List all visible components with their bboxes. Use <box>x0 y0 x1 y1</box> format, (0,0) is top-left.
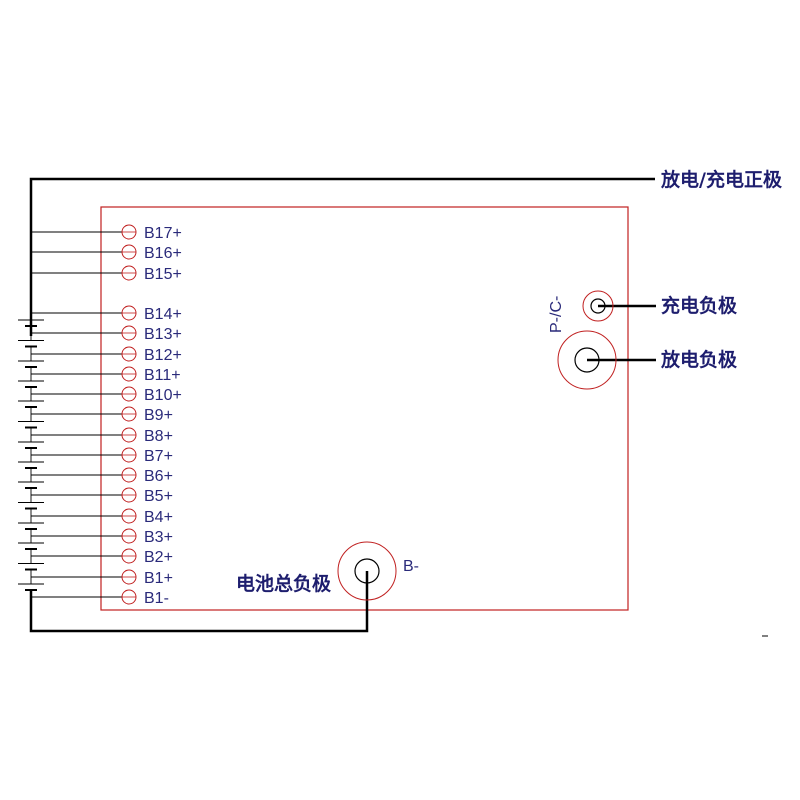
pin-label-13: B4+ <box>144 509 173 526</box>
pin-label-14: B3+ <box>144 529 173 546</box>
pin-label-7: B10+ <box>144 387 182 404</box>
battery-negative-terminal-ring <box>337 541 397 601</box>
pin-label-2: B15+ <box>144 266 182 283</box>
discharge-negative-terminal-hole <box>574 347 600 373</box>
charge-negative-terminal-hole <box>590 298 606 314</box>
pin-label-4: B13+ <box>144 326 182 343</box>
pin-label-15: B2+ <box>144 549 173 566</box>
pin-label-17: B1- <box>144 590 169 607</box>
pin-labels: B17+ B16+ B15+ B14+ B13+ B12+ B11+ B10+ B9+ B8+ B7… <box>144 225 182 607</box>
positive-main-wire <box>29 177 655 336</box>
battery-negative-terminal-hole <box>354 558 380 584</box>
pin-label-6: B11+ <box>144 367 181 384</box>
pcb-board-outline <box>100 206 629 611</box>
pin-label-10: B7+ <box>144 448 173 465</box>
charge-negative-terminal-ring <box>582 290 614 322</box>
battery-cell-stack <box>18 313 44 597</box>
negative-main-wire <box>29 571 369 633</box>
pin-label-3: B14+ <box>144 306 182 323</box>
b-minus-terminal-label: B- <box>403 558 419 575</box>
pin-leads <box>31 231 122 598</box>
pin-label-0: B17+ <box>144 225 182 242</box>
pin-label-11: B6+ <box>144 468 173 485</box>
pin-label-1: B16+ <box>144 245 182 262</box>
discharge-negative-terminal-ring <box>557 330 617 390</box>
pin-label-8: B9+ <box>144 407 173 424</box>
charge-negative-annotation: 充电负极 <box>661 294 738 317</box>
discharge-charge-positive-annotation: 放电/充电正极 <box>660 168 783 191</box>
pin-pads <box>121 224 137 605</box>
pin-label-5: B12+ <box>144 347 182 364</box>
discharge-negative-annotation: 放电负极 <box>660 348 738 371</box>
pin-label-12: B5+ <box>144 488 173 505</box>
pc-terminal-label: P-/C- <box>548 296 565 333</box>
pin-label-9: B8+ <box>144 428 173 445</box>
pin-label-16: B1+ <box>144 570 173 587</box>
battery-total-negative-annotation: 电池总负极 <box>236 572 332 595</box>
